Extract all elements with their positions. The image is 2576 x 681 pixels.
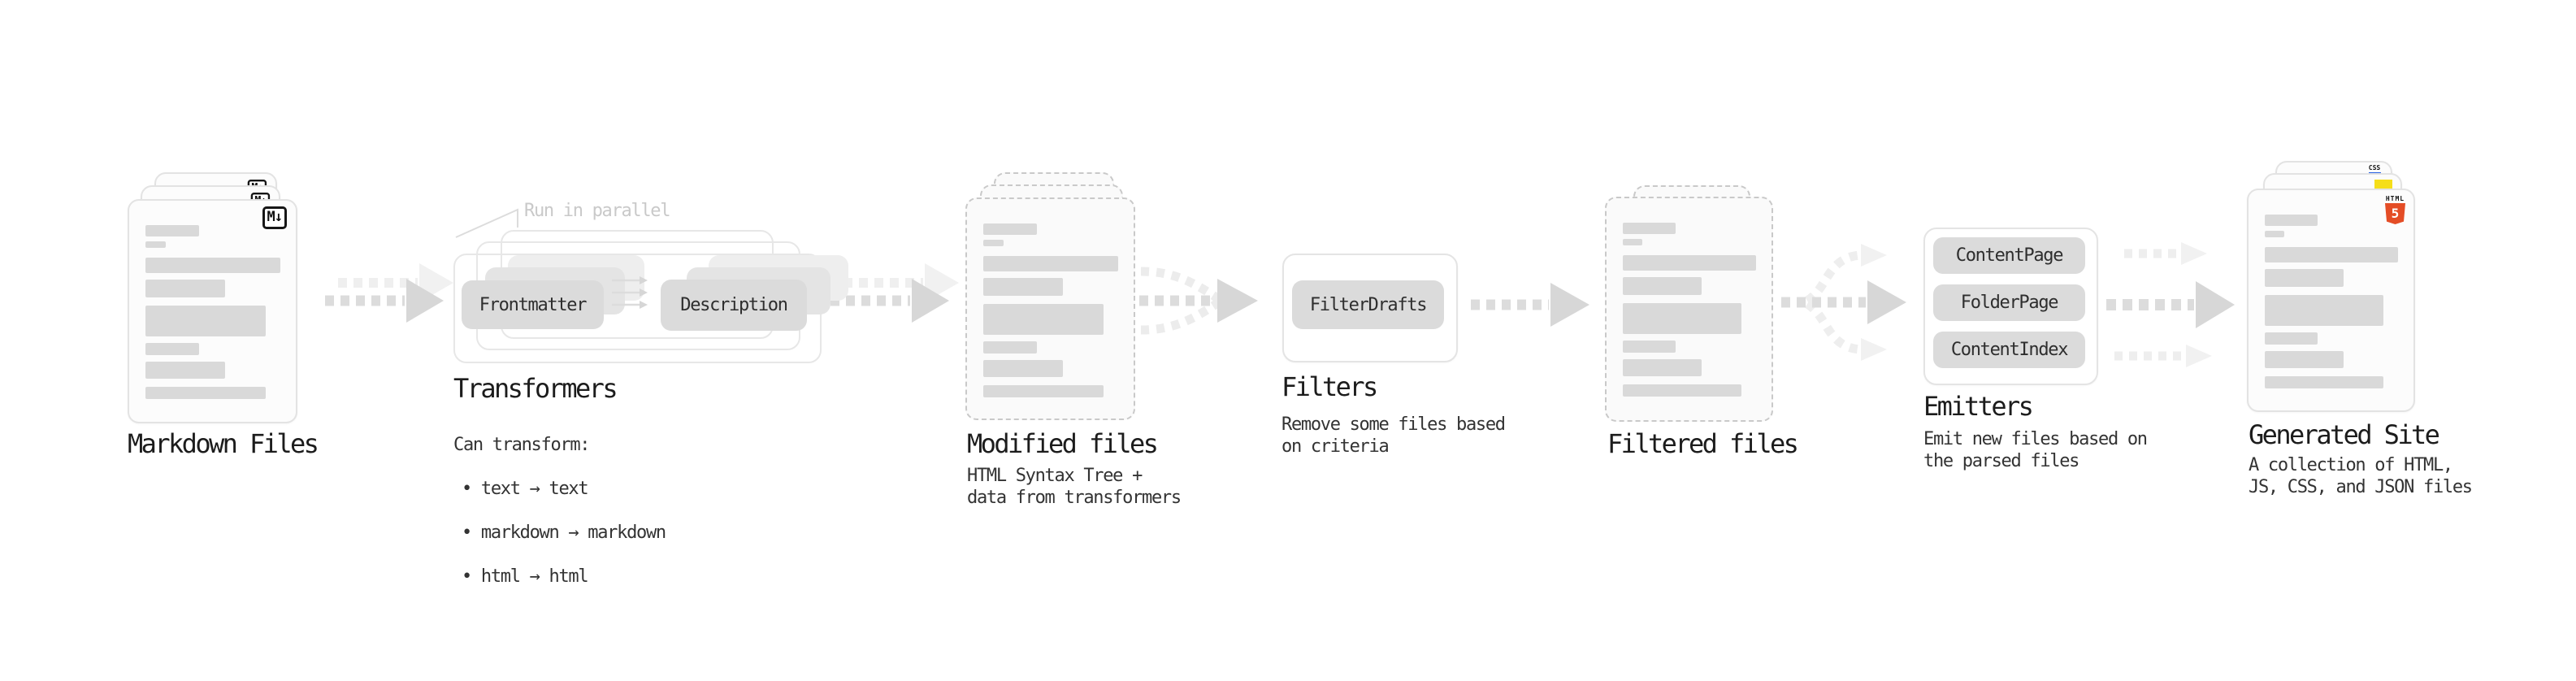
modified-file-card <box>965 197 1135 420</box>
content-line <box>2265 295 2384 326</box>
note-leader-line <box>455 208 518 238</box>
content-line <box>1623 359 1702 376</box>
filtered-files-label: Filtered files <box>1607 428 1799 459</box>
modified-files-label: Modified files <box>967 428 1159 459</box>
content-line <box>145 362 226 379</box>
content-line <box>983 304 1104 335</box>
markdown-files-label: Markdown Files <box>128 428 319 459</box>
description-pill: Description <box>661 280 807 331</box>
generated-site-caption: A collection of HTML, JS, CSS, and JSON … <box>2249 455 2473 497</box>
filterdrafts-pill: FilterDrafts <box>1292 280 1444 329</box>
content-line <box>145 225 199 236</box>
transformers-caption: Can transform: • text → text • markdown … <box>453 412 666 609</box>
content-line <box>1623 223 1676 234</box>
content-line <box>1623 340 1676 353</box>
content-line <box>983 360 1064 377</box>
transform-step-arrows-icon <box>612 276 648 309</box>
flow-arrow-icon <box>1471 283 1589 327</box>
content-line <box>2265 351 2344 368</box>
js-badge-icon <box>2374 180 2392 189</box>
folderpage-pill: FolderPage <box>1933 284 2085 321</box>
content-line <box>983 278 1064 296</box>
content-line <box>2265 269 2344 287</box>
caption-bullet: • markdown → markdown <box>462 523 666 543</box>
content-line <box>983 223 1037 235</box>
content-line <box>145 241 166 248</box>
site-file-card-html: HTML 5 <box>2247 189 2415 412</box>
filters-caption: Remove some files based on criteria <box>1281 414 1506 457</box>
frontmatter-pill: Frontmatter <box>462 280 604 329</box>
filtered-file-card <box>1605 197 1773 422</box>
emitters-caption: Emit new files based on the parsed files <box>1923 429 2148 471</box>
content-line <box>1623 277 1702 295</box>
caption-bullet: • text → text <box>462 479 589 499</box>
generated-site-label: Generated Site <box>2249 419 2440 450</box>
fanout-arrow-icon <box>1781 244 1906 361</box>
flow-arrow-icon <box>325 263 453 323</box>
contentpage-pill: ContentPage <box>1933 237 2085 274</box>
content-line <box>983 385 1104 397</box>
content-line <box>1623 384 1742 397</box>
content-line <box>145 387 266 399</box>
html5-badge-icon: HTML 5 <box>2384 195 2406 224</box>
caption-bullet: • html → html <box>462 566 589 587</box>
content-line <box>1623 303 1742 334</box>
content-line <box>145 258 281 273</box>
filters-label: Filters <box>1281 371 1378 402</box>
transformers-label: Transformers <box>453 373 618 404</box>
caption-title: Can transform: <box>453 435 591 455</box>
content-line <box>1623 255 1757 271</box>
content-line <box>145 306 266 336</box>
modified-files-caption: HTML Syntax Tree + data from transformer… <box>967 466 1182 508</box>
contentindex-pill: ContentIndex <box>1933 332 2085 368</box>
content-line <box>983 341 1037 354</box>
content-line <box>145 343 199 355</box>
content-line <box>2265 332 2318 345</box>
content-line <box>2265 215 2318 226</box>
content-line <box>983 256 1119 271</box>
run-in-parallel-note: Run in parallel <box>524 201 670 221</box>
content-line <box>2265 247 2399 262</box>
content-line <box>145 280 226 297</box>
content-line <box>983 240 1004 246</box>
markdown-badge-icon: M↓ <box>262 206 287 229</box>
content-line <box>2265 231 2285 237</box>
content-line <box>2265 376 2384 388</box>
content-line <box>1623 239 1643 245</box>
parallel-arrows-icon <box>2106 242 2235 367</box>
emitters-label: Emitters <box>1923 391 2034 422</box>
markdown-file-card: M↓ <box>128 199 297 423</box>
flow-arrow-icon <box>830 263 959 323</box>
converge-arrow-icon <box>1139 267 1258 335</box>
